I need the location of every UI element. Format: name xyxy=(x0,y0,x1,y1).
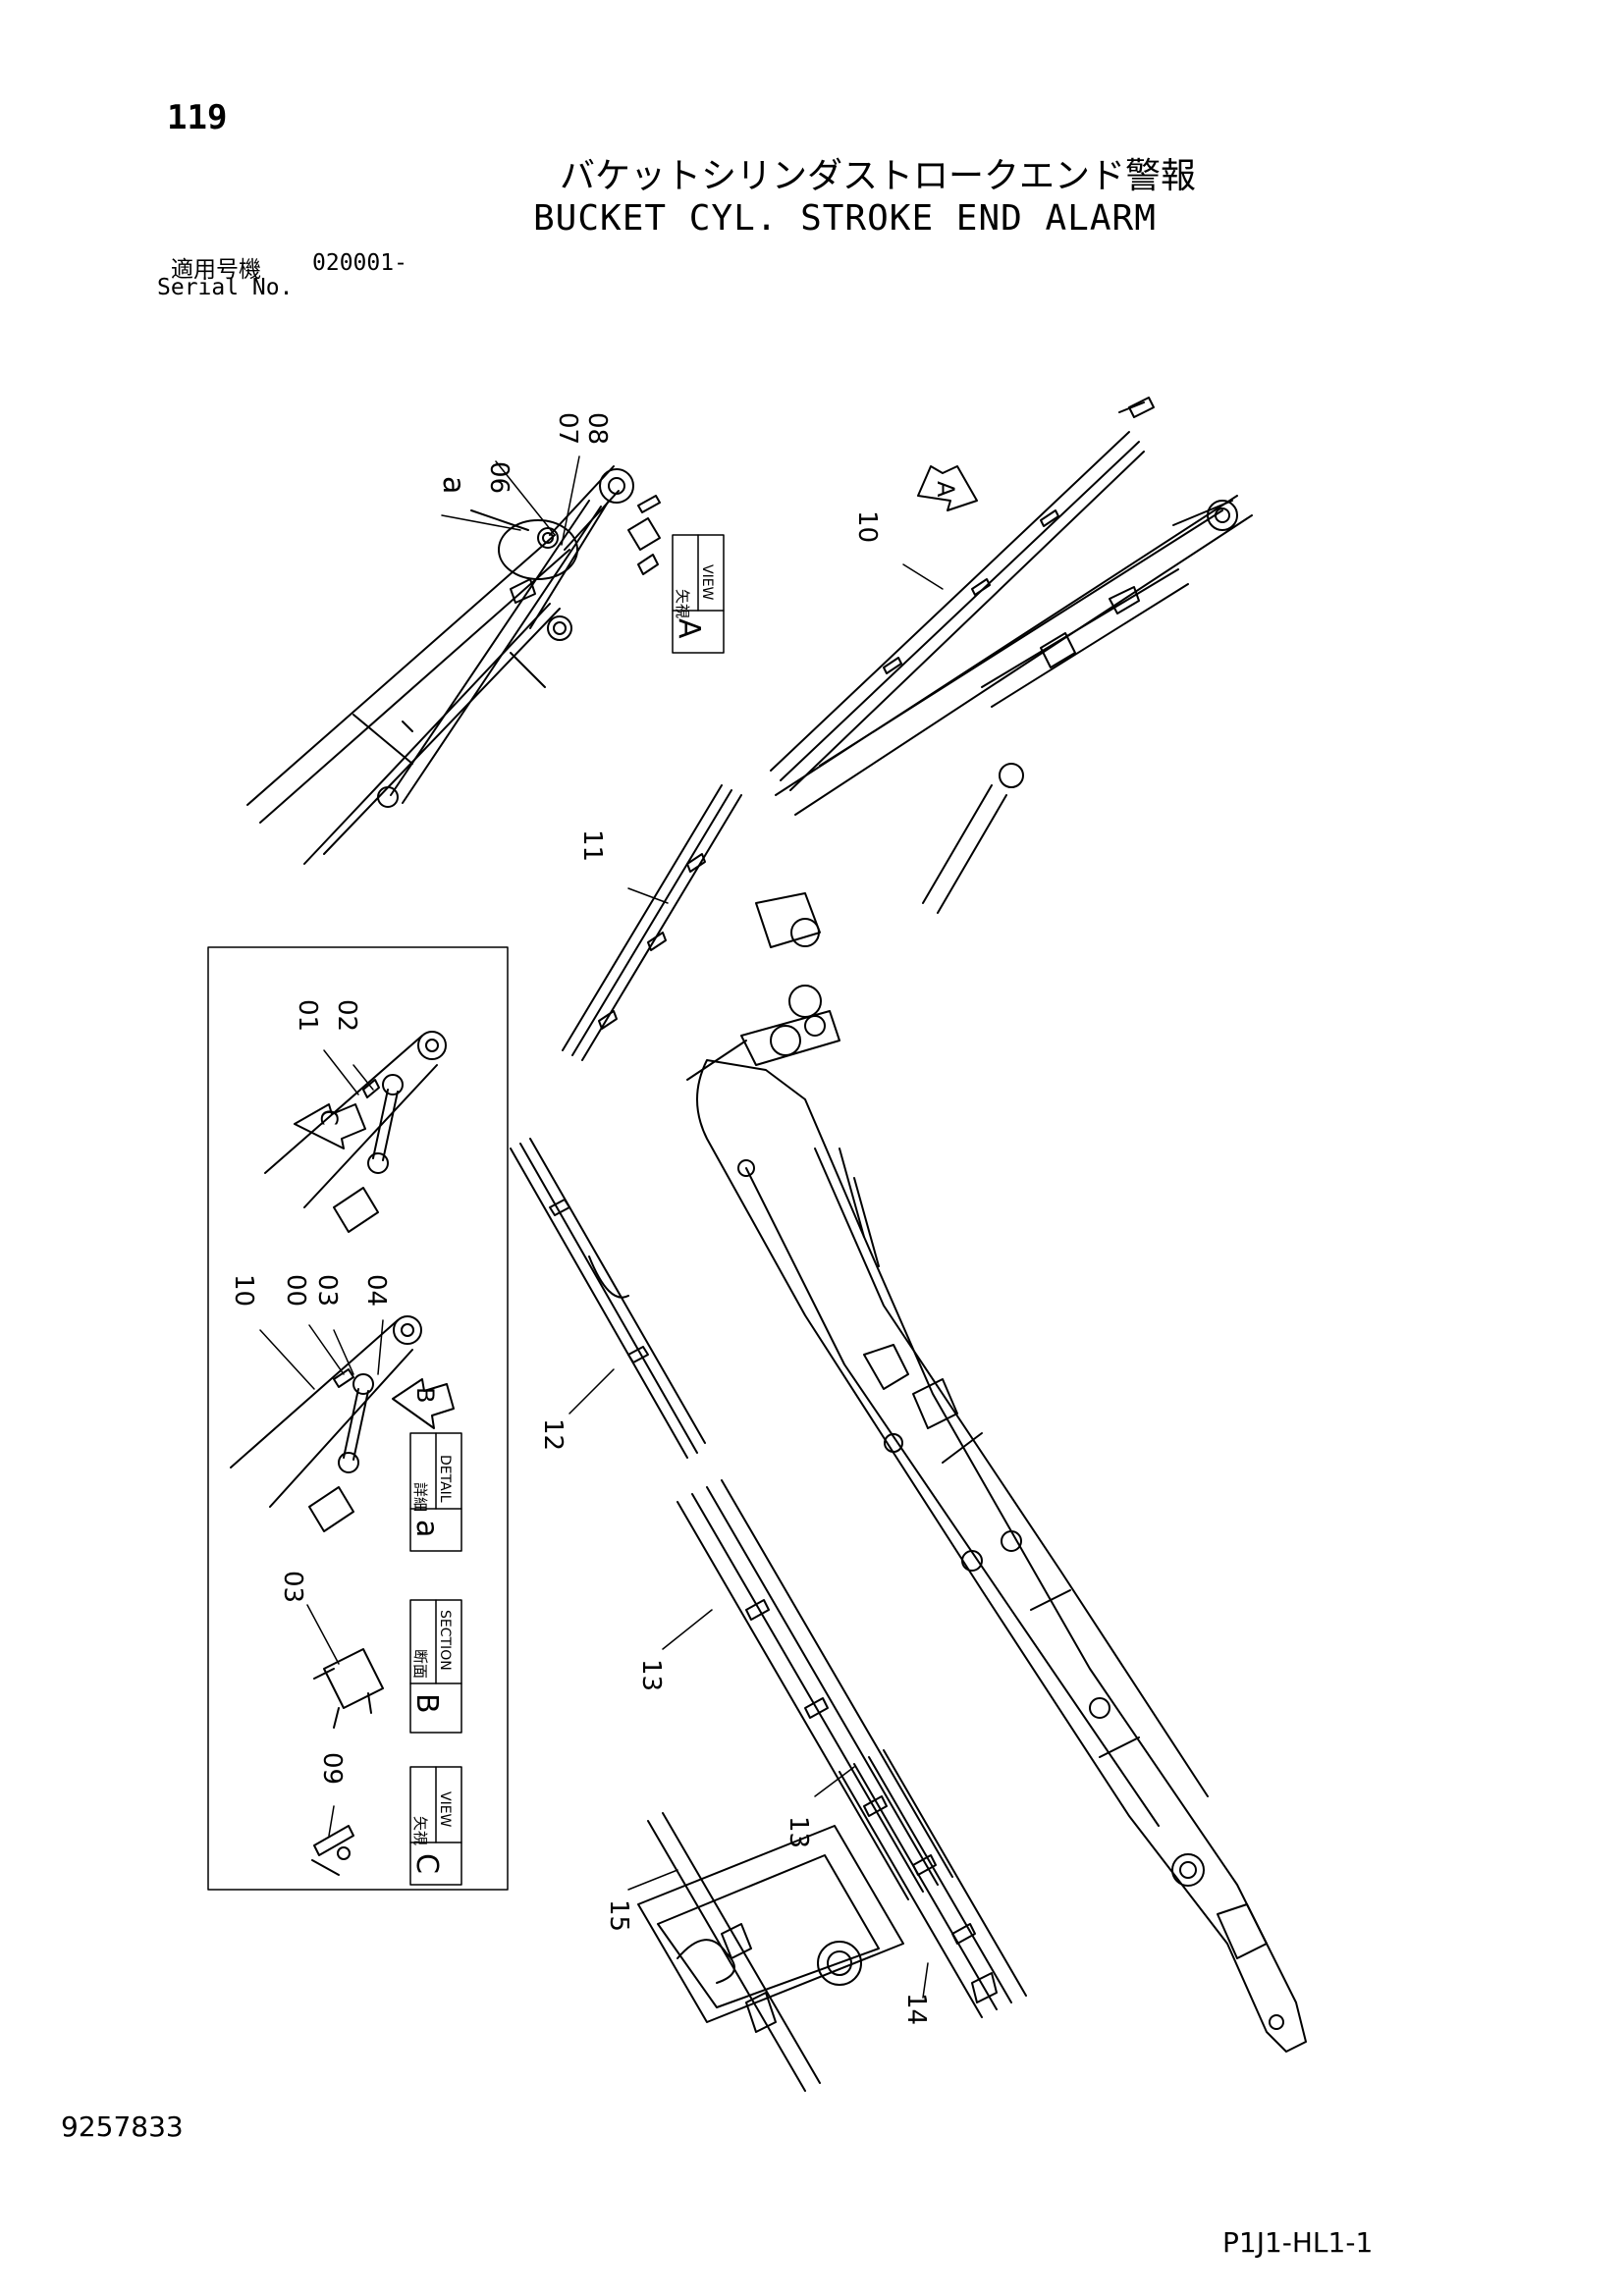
callout-10-upper: 10 xyxy=(852,510,882,543)
view-c-part-drawing xyxy=(311,1825,354,1876)
callout-01: 01 xyxy=(293,999,322,1032)
view-c-arrow xyxy=(294,1103,366,1149)
arm-top-left-drawing xyxy=(246,465,661,865)
view-tag-a-jp: 矢視 xyxy=(674,589,691,618)
detail-lower-drawing xyxy=(230,1315,422,1532)
callout-03-section: 03 xyxy=(278,1571,307,1603)
view-tag-a-letter: A xyxy=(672,618,706,639)
detail-upper-drawing xyxy=(264,1031,447,1233)
boom-drawing xyxy=(686,1040,1307,2053)
cab-assembly-15-drawing xyxy=(637,1812,904,2092)
view-tag-a-en: VIEW xyxy=(699,564,715,601)
callout-02: 02 xyxy=(332,999,361,1032)
callout-06: 06 xyxy=(484,461,514,494)
callout-04: 04 xyxy=(361,1274,391,1307)
view-tag-section-en: SECTION xyxy=(437,1610,453,1671)
page-number: 119 xyxy=(167,98,228,137)
section-b-part-drawing xyxy=(313,1648,384,1729)
callout-00: 00 xyxy=(281,1274,310,1307)
view-tag-detail-letter: a xyxy=(409,1520,444,1537)
serial-value: 020001- xyxy=(312,250,407,276)
callout-13-upper: 13 xyxy=(636,1659,666,1691)
arrow-letter-a: A xyxy=(932,481,959,498)
callout-15: 15 xyxy=(604,1899,633,1932)
view-tag-c-en: VIEW xyxy=(437,1791,453,1828)
hose-strip-11-drawing xyxy=(562,784,742,1061)
view-tag-boxes xyxy=(409,534,725,1886)
callout-10-detail: 10 xyxy=(229,1274,258,1307)
view-tag-c-jp: 矢視 xyxy=(411,1816,429,1845)
hose-strip-12-drawing xyxy=(510,1138,706,1459)
view-tag-section-letter: B xyxy=(409,1693,444,1714)
view-a-arrow xyxy=(917,465,978,511)
arm-right-drawing xyxy=(740,495,1253,1066)
view-tag-section-jp: 断面 xyxy=(411,1649,429,1679)
callout-14: 14 xyxy=(901,1993,931,2025)
callout-03-detail: 03 xyxy=(312,1274,342,1307)
callout-09: 09 xyxy=(317,1752,347,1785)
title-english: BUCKET CYL. STROKE END ALARM xyxy=(533,198,1157,239)
serial-label-english: Serial No. xyxy=(157,275,294,300)
hose-strip-10-drawing xyxy=(770,397,1155,791)
callout-12: 12 xyxy=(538,1418,568,1451)
callout-13-lower: 13 xyxy=(784,1816,813,1848)
view-tag-detail-en: DETAIL xyxy=(437,1455,453,1503)
hose-strip-13-lower-drawing xyxy=(839,1749,1027,2018)
page-code: P1J1-HL1-1 xyxy=(1222,2226,1374,2259)
detail-frame xyxy=(207,946,509,1891)
arrow-letter-c: C xyxy=(315,1109,343,1126)
serial-label-japanese: 適用号機 xyxy=(171,257,261,283)
callout-07: 07 xyxy=(553,412,582,445)
title-japanese: バケットシリンダストロークエンド警報 xyxy=(560,156,1197,196)
hose-strip-13-upper-drawing xyxy=(677,1479,953,1900)
view-tag-detail-jp: 詳細 xyxy=(411,1482,429,1512)
callout-11: 11 xyxy=(577,829,607,862)
callout-08: 08 xyxy=(582,412,612,445)
leader-lines xyxy=(259,455,944,1999)
drawing-number: 9257833 xyxy=(61,2110,184,2143)
view-tag-c-letter: C xyxy=(409,1853,444,1874)
callout-letter-a: a xyxy=(436,476,470,494)
arrow-letter-b: B xyxy=(411,1387,439,1403)
view-b-arrow xyxy=(392,1378,455,1429)
